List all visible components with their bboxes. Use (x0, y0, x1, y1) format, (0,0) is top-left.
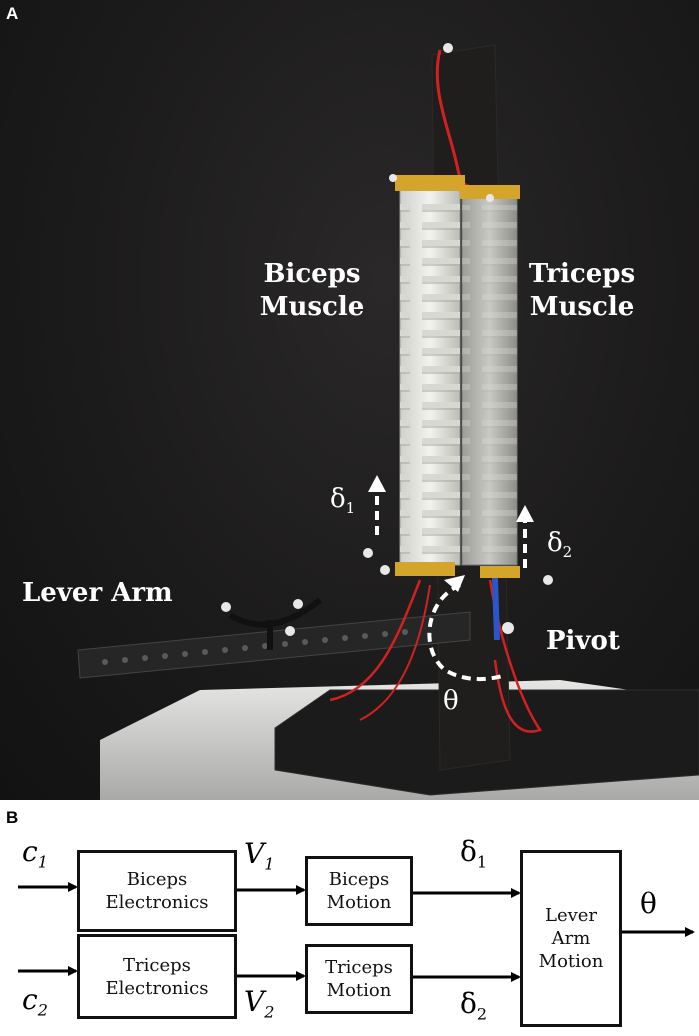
photo-panel: A Biceps Muscle Triceps Muscle Lever Arm… (0, 0, 699, 800)
biceps-label-line1: Biceps (263, 259, 361, 289)
triceps-label-line1: Triceps (528, 259, 636, 289)
panel-letter-b: B (6, 808, 19, 827)
triceps-motion-block: Triceps Motion (305, 944, 413, 1014)
lever-arm-label: Lever Arm (22, 578, 173, 608)
triceps-label-line2: Muscle (529, 292, 635, 322)
diagram-arrows (18, 882, 695, 982)
lever-arm-bar (77, 611, 471, 679)
biceps-label-line2: Muscle (259, 292, 365, 322)
block-diagram-panel: B Biceps Electronics Triceps Electronics… (0, 805, 699, 1036)
delta2-label: δ2 (547, 528, 573, 562)
signal-c1: c1 (22, 835, 48, 872)
apparatus-photo-illustration (77, 43, 699, 800)
signal-delta2: δ2 (460, 987, 488, 1024)
panel-letter-a: A (6, 4, 19, 23)
lever-arm-motion-block: Lever Arm Motion (520, 850, 622, 1027)
triceps-electronics-block: Triceps Electronics (77, 934, 237, 1019)
triceps-muscle-label: Triceps Muscle (520, 258, 644, 324)
biceps-motion-block: Biceps Motion (305, 856, 413, 926)
theta-label: θ (443, 686, 459, 716)
biceps-electronics-block: Biceps Electronics (77, 850, 237, 932)
pivot-label: Pivot (546, 626, 620, 656)
signal-theta: θ (640, 887, 657, 920)
signal-v1: V1 (244, 837, 275, 874)
biceps-muscle-label: Biceps Muscle (252, 258, 372, 324)
signal-v2: V2 (244, 985, 275, 1022)
delta1-label: δ1 (330, 484, 356, 518)
signal-delta1: δ1 (460, 835, 488, 872)
signal-c2: c2 (22, 983, 48, 1020)
